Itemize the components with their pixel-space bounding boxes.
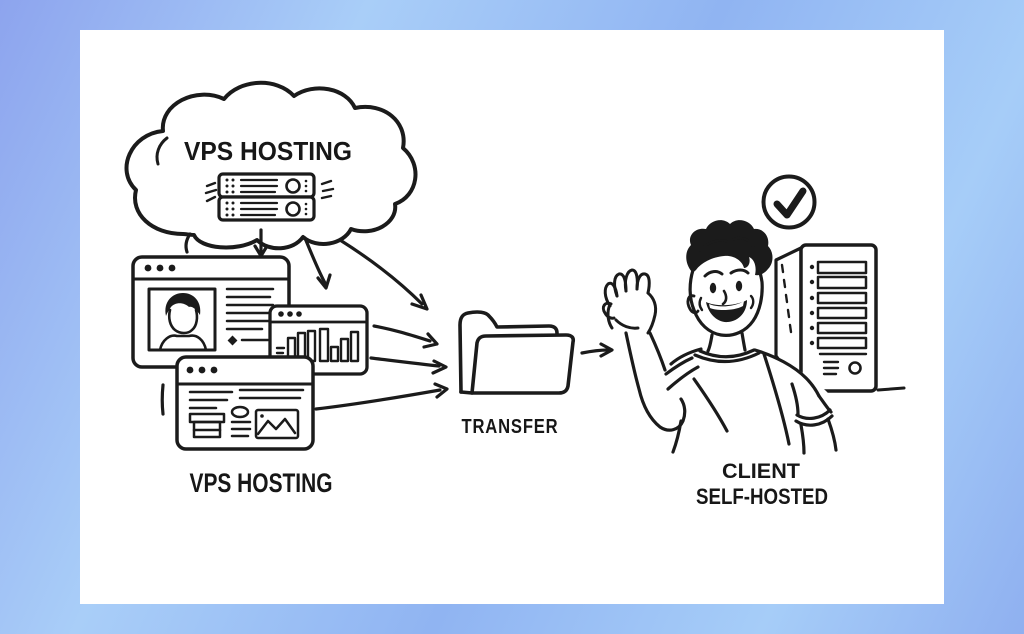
client-label: CLIENT bbox=[722, 460, 800, 483]
window-dots-icon bbox=[278, 311, 302, 317]
text-lines bbox=[225, 287, 275, 331]
transfer-arrows bbox=[314, 238, 449, 411]
flow-arrow-1 bbox=[338, 238, 424, 306]
flow-arrow-to-chart bbox=[303, 236, 327, 285]
eye-icon bbox=[735, 280, 743, 292]
motion-lines-icon bbox=[204, 179, 335, 203]
cloud-label: VPS HOSTING bbox=[184, 136, 352, 166]
server-rack-icon bbox=[204, 172, 335, 222]
flow-arrow-4 bbox=[314, 388, 442, 411]
shirt bbox=[650, 345, 840, 458]
check-circle-icon bbox=[761, 174, 817, 230]
ear-icon bbox=[686, 294, 700, 315]
list-lines bbox=[230, 405, 252, 438]
flow-arrow-2 bbox=[372, 324, 432, 343]
self-hosted-label: SELF-HOSTED bbox=[696, 484, 828, 509]
face bbox=[686, 263, 764, 337]
hair bbox=[686, 220, 773, 276]
server-tower-icon bbox=[774, 243, 906, 393]
browser-window-profile bbox=[131, 255, 291, 369]
flow-tick bbox=[184, 232, 192, 254]
tower-slots bbox=[816, 260, 868, 350]
image-placeholder-icon bbox=[254, 408, 300, 440]
tower-side-marks bbox=[780, 263, 793, 334]
browser-window-content bbox=[175, 355, 315, 451]
waving-person bbox=[601, 220, 840, 458]
raised-arm bbox=[624, 331, 700, 432]
folder-icon bbox=[458, 310, 576, 395]
transfer-label: TRANSFER bbox=[462, 416, 559, 438]
accent-tick bbox=[160, 383, 165, 416]
flow-arrow-3 bbox=[369, 356, 441, 368]
avatar-icon bbox=[147, 287, 217, 352]
source-label: VPS HOSTING bbox=[190, 468, 333, 498]
window-dots-icon bbox=[186, 366, 218, 374]
waving-hand-icon bbox=[601, 268, 658, 335]
text-lines bbox=[188, 388, 305, 410]
eye-icon bbox=[709, 282, 717, 294]
flow-arrow-to-client bbox=[580, 342, 614, 358]
window-dots-icon bbox=[144, 264, 176, 272]
ground-line bbox=[876, 386, 906, 392]
package-icon bbox=[188, 412, 226, 439]
bullet-icon bbox=[227, 335, 238, 346]
torso bbox=[669, 331, 838, 455]
